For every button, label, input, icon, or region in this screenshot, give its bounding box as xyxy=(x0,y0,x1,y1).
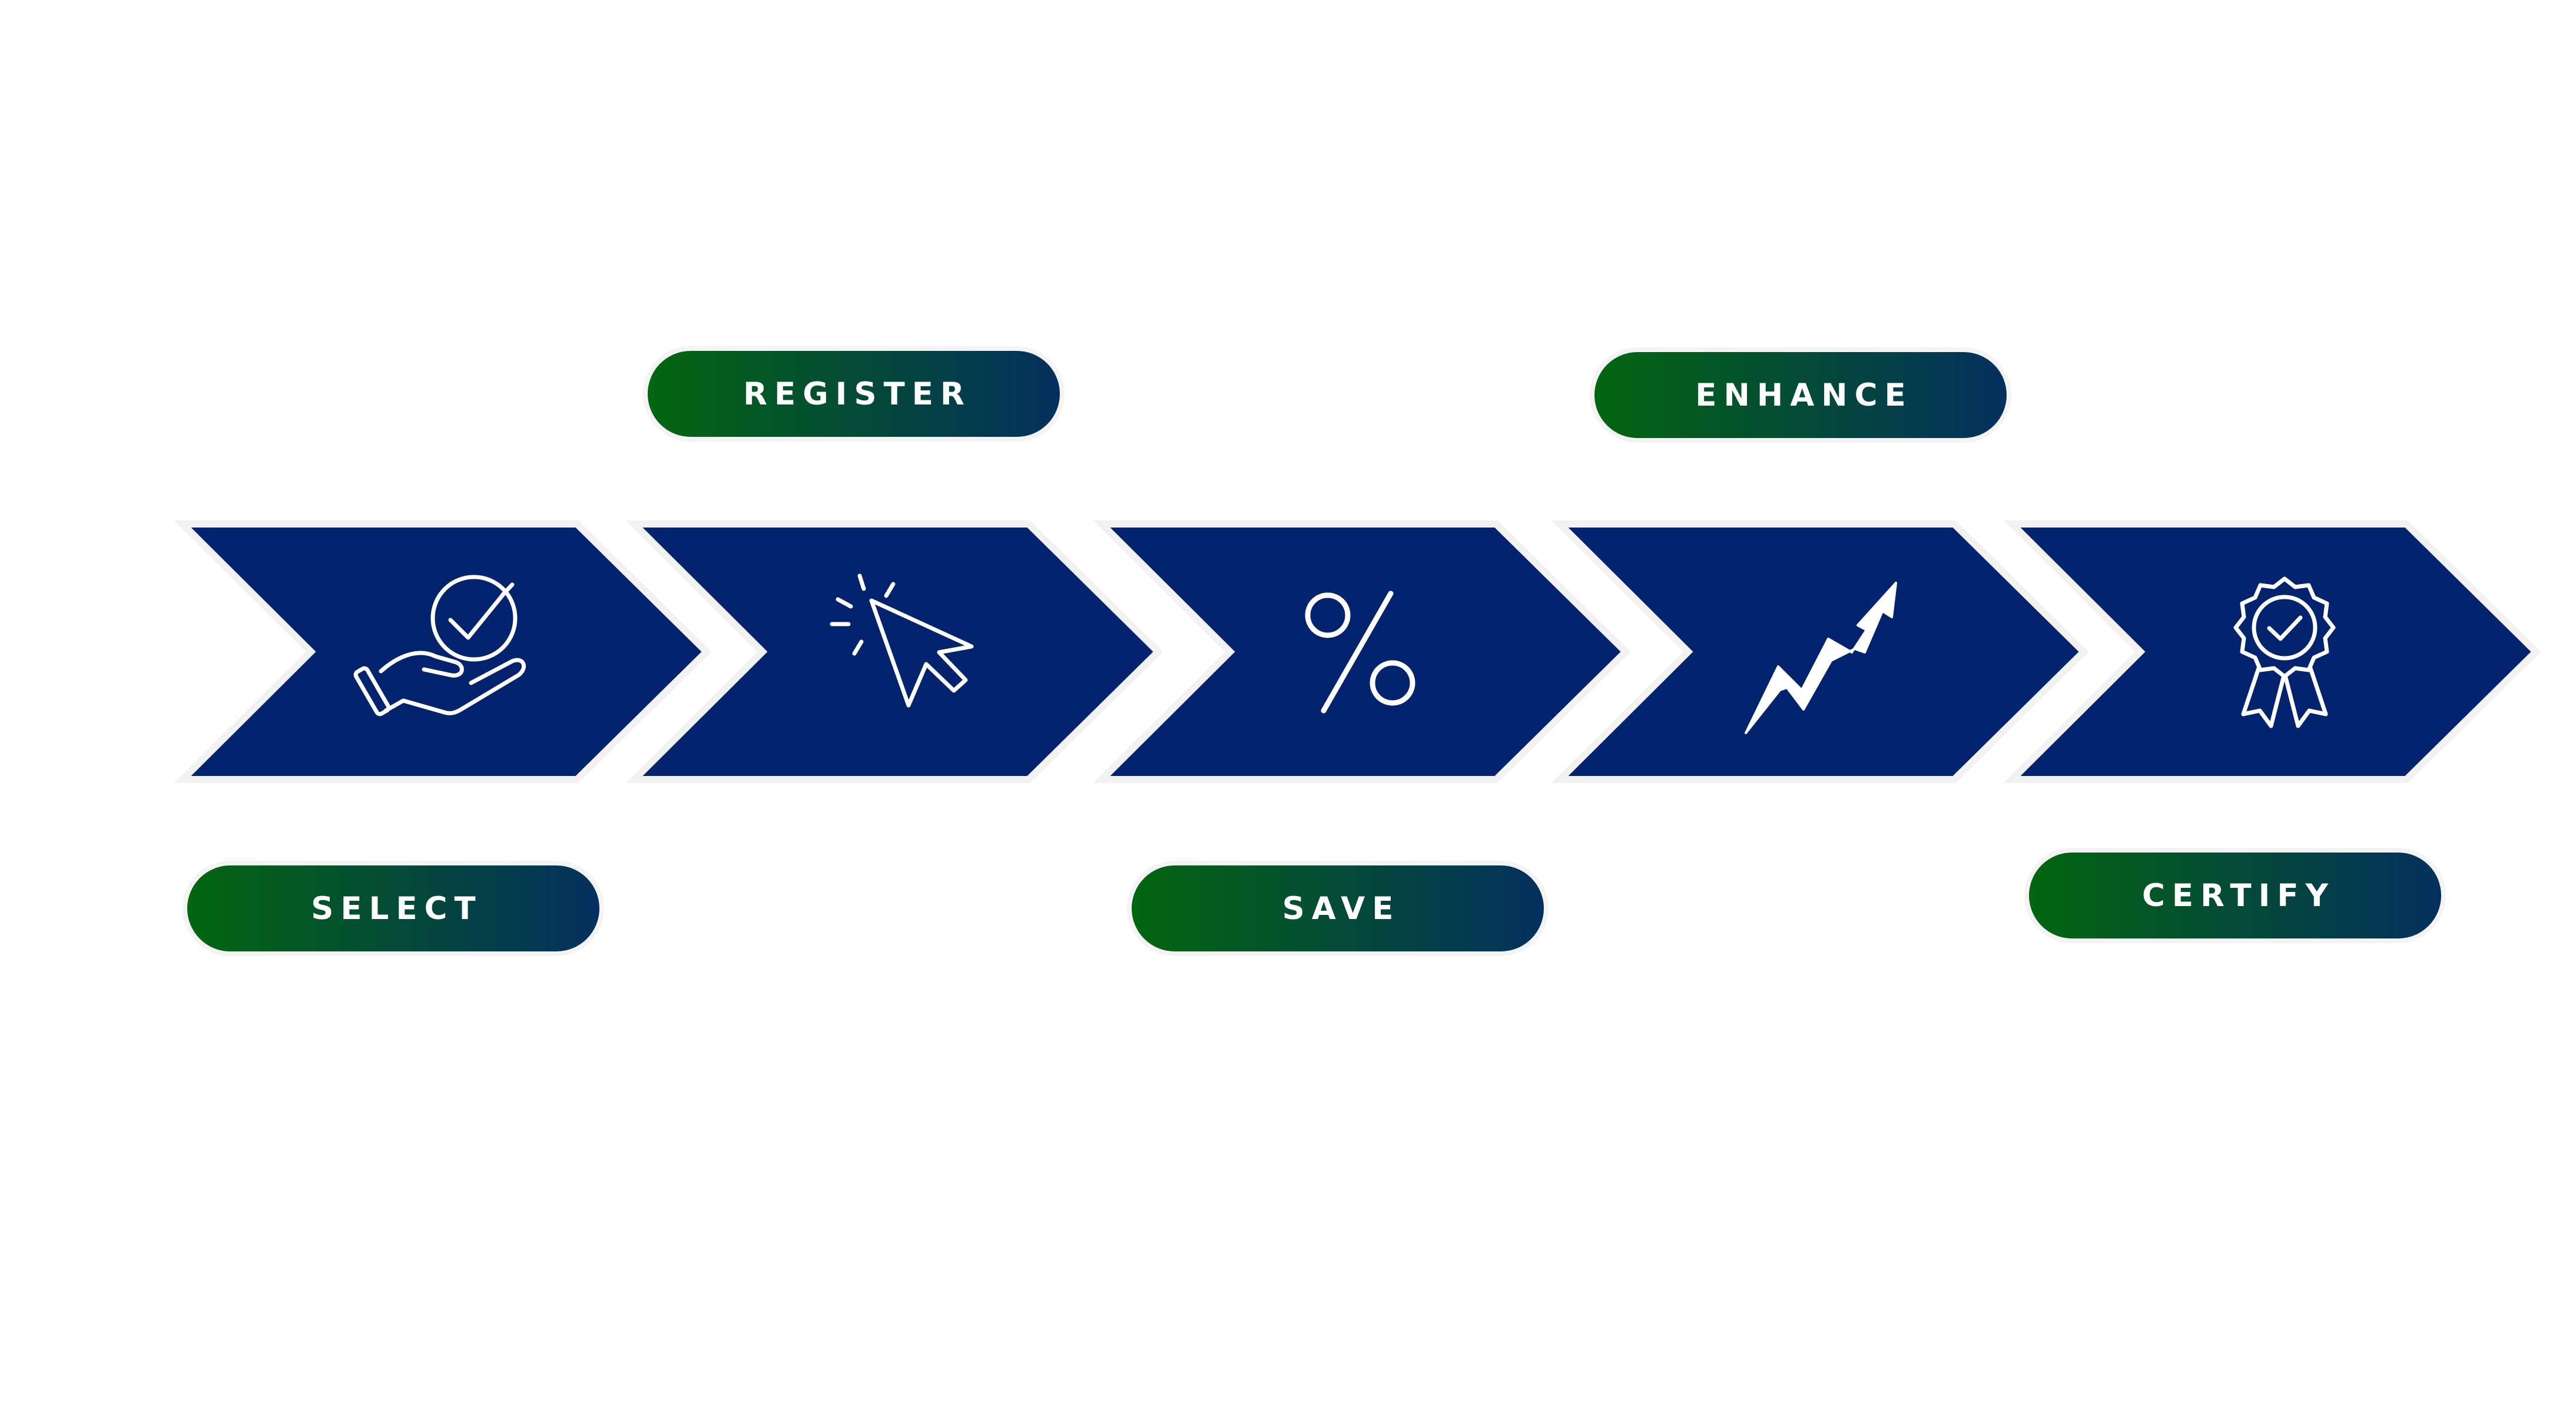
step-pill-select: SELECT xyxy=(183,861,604,956)
chevron-step-2 xyxy=(625,520,1164,783)
cursor-click-icon xyxy=(827,571,980,712)
step-label-save: SAVE xyxy=(1282,890,1401,927)
chevron-step-1 xyxy=(174,520,712,783)
step-pill-enhance: ENHANCE xyxy=(1590,347,2011,443)
step-label-enhance: ENHANCE xyxy=(1695,377,1913,413)
step-label-certify: CERTIFY xyxy=(2142,877,2335,914)
hand-check-icon xyxy=(353,574,527,727)
percent-icon xyxy=(1301,589,1419,715)
award-badge-icon xyxy=(2226,574,2343,733)
step-label-register: REGISTER xyxy=(743,376,972,412)
chevron-step-5 xyxy=(2003,520,2542,783)
trend-up-icon xyxy=(1740,582,1905,736)
step-pill-register: REGISTER xyxy=(643,346,1065,442)
step-label-select: SELECT xyxy=(311,890,483,927)
step-pill-certify: CERTIFY xyxy=(2024,848,2446,943)
chevron-step-3 xyxy=(1093,520,1632,783)
step-pill-save: SAVE xyxy=(1127,861,1549,956)
